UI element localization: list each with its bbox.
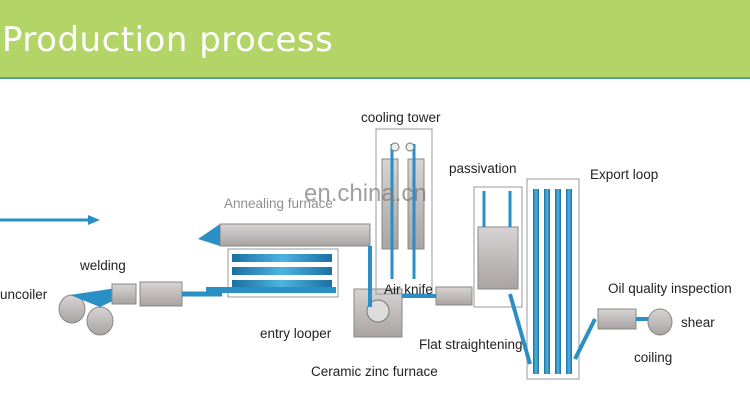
label-oil-quality-inspection: Oil quality inspection [608,281,732,296]
label-passivation: passivation [449,161,517,176]
watermark: en.china.cn [304,180,427,207]
label-ceramic-zinc-furnace: Ceramic zinc furnace [311,364,438,379]
header-bar: Production process [0,0,750,79]
label-welding: welding [79,258,126,273]
page-title: Production process [2,20,334,60]
direction-arrow [0,215,100,225]
label-flat-straightening: Flat straightening [419,337,523,352]
label-shear: shear [681,315,715,330]
label-annealing-furnace: Annealing furnace [224,196,333,211]
annealing-furnace [198,223,371,298]
passivation-unit [473,186,523,308]
production-line-diagram: en.china.cn uncoiler welding Annealing f… [0,110,732,380]
label-air-knife: Air knife [384,282,433,297]
zinc-furnace [353,246,403,338]
welding-machine [111,281,222,307]
label-uncoiler: uncoiler [0,287,48,302]
flat-straightener [402,286,473,306]
label-entry-looper: entry looper [260,326,332,341]
label-coiling: coiling [634,350,672,365]
cooling-tower [375,128,433,295]
label-cooling-tower: cooling tower [361,110,441,125]
label-export-loop: Export loop [590,167,658,182]
uncoiler-machine [58,286,130,336]
export-looper [508,178,597,380]
coiling-machine [597,308,673,336]
